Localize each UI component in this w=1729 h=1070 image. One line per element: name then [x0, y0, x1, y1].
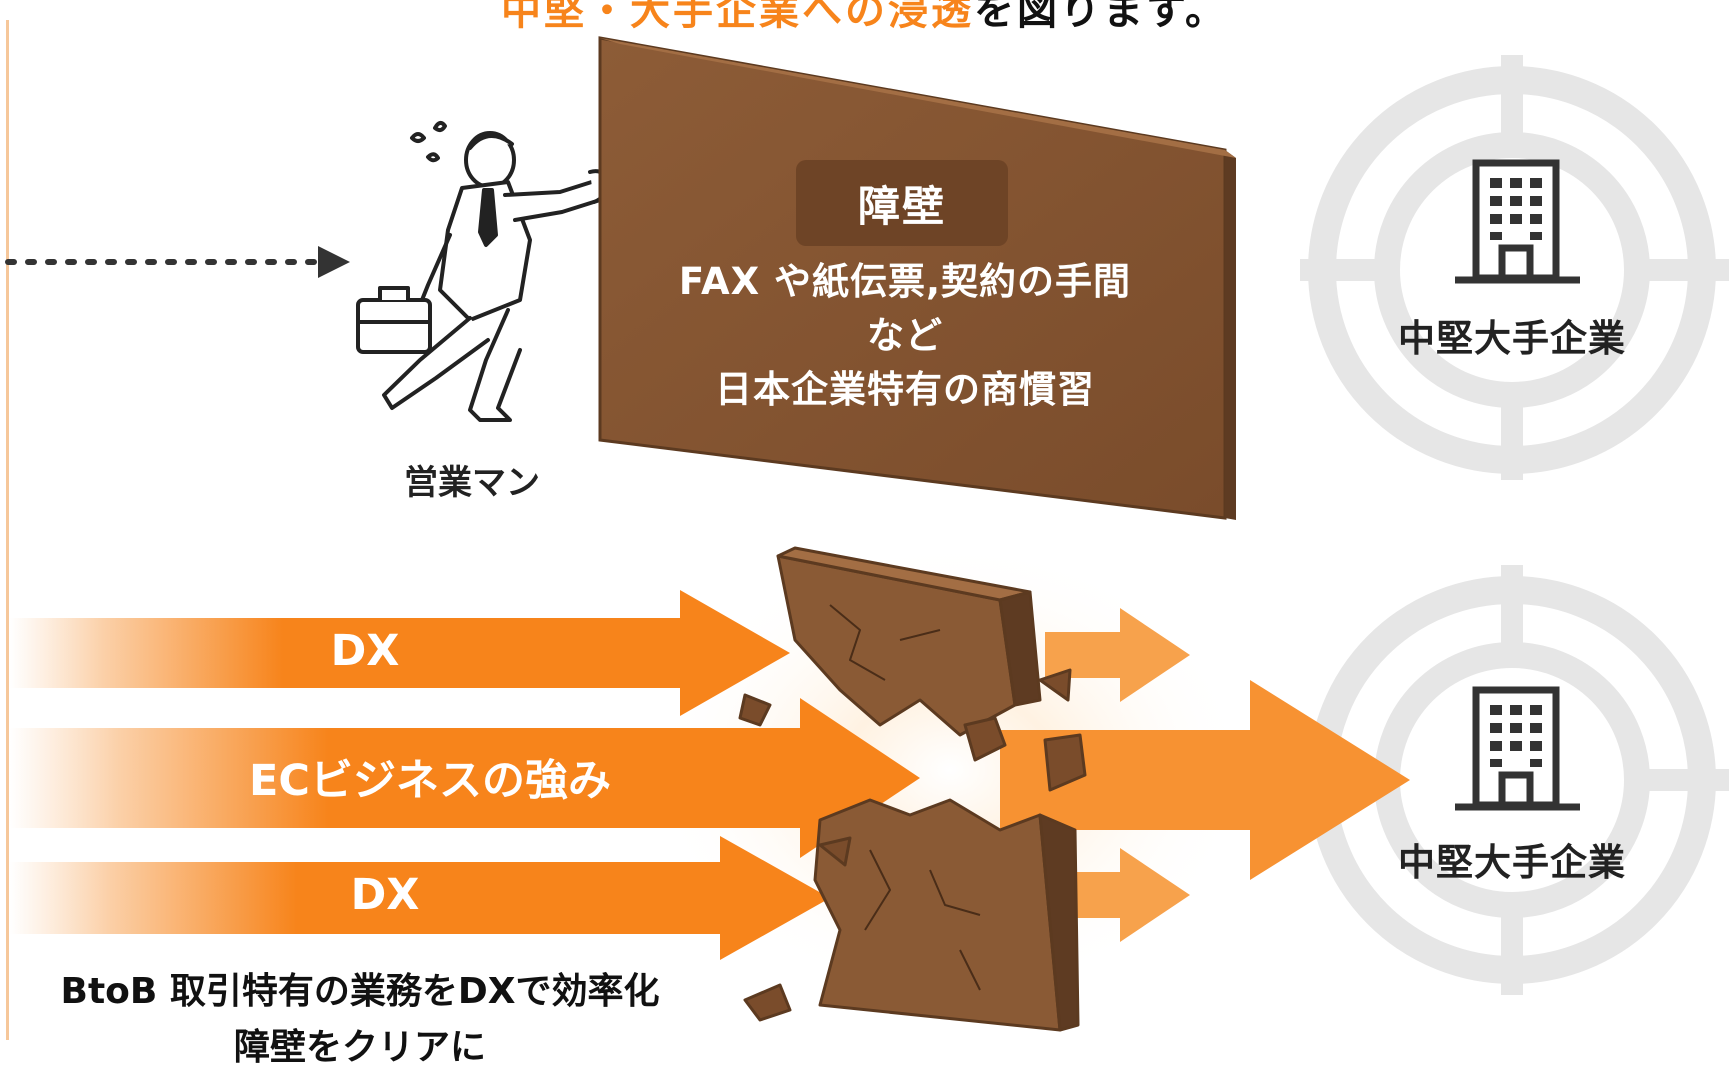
wall-line-3: 日本企業特有の商慣習 [715, 368, 1095, 411]
target-rings-top [1300, 55, 1729, 480]
orange-arrows [10, 590, 920, 960]
wall-top [598, 36, 1236, 520]
arrow-label-dx-bottom: DX [350, 870, 420, 920]
breakthrough-arrows [1045, 608, 1190, 942]
person-pushing-icon [382, 121, 610, 422]
wall-line-1: FAX や紙伝票,契約の手間 [678, 260, 1132, 303]
headline: 中堅・大手企業への浸透を図ります。 [0, 0, 1729, 36]
headline-rest: を図ります。 [974, 0, 1228, 34]
person-label: 営業マン [404, 463, 540, 503]
wall-description: FAX や紙伝票,契約の手間 など 日本企業特有の商慣習 [600, 255, 1210, 417]
building-icon [1455, 159, 1580, 284]
left-edge-line [6, 20, 9, 1040]
main-arrow-to-target [1000, 680, 1410, 880]
briefcase-icon [356, 286, 432, 354]
arrow-label-dx-top: DX [330, 626, 400, 676]
arrow-label-ec: ECビジネスの強み [249, 756, 611, 806]
bottom-caption-line-2: 障壁をクリアに [233, 1027, 486, 1068]
wall-line-2: など [867, 314, 943, 357]
wall-tag: 障壁 [796, 160, 1008, 246]
bottom-caption-line-1: BtoB 取引特有の業務をDXで効率化 [60, 971, 660, 1012]
target-label-top: 中堅大手企業 [1398, 317, 1626, 360]
broken-wall-icon [738, 546, 1087, 1032]
headline-accent: 中堅・大手企業への浸透 [501, 0, 974, 34]
building-icon [1455, 686, 1580, 811]
dotted-arrow-icon [5, 246, 350, 278]
target-label-bottom: 中堅大手企業 [1398, 841, 1626, 884]
